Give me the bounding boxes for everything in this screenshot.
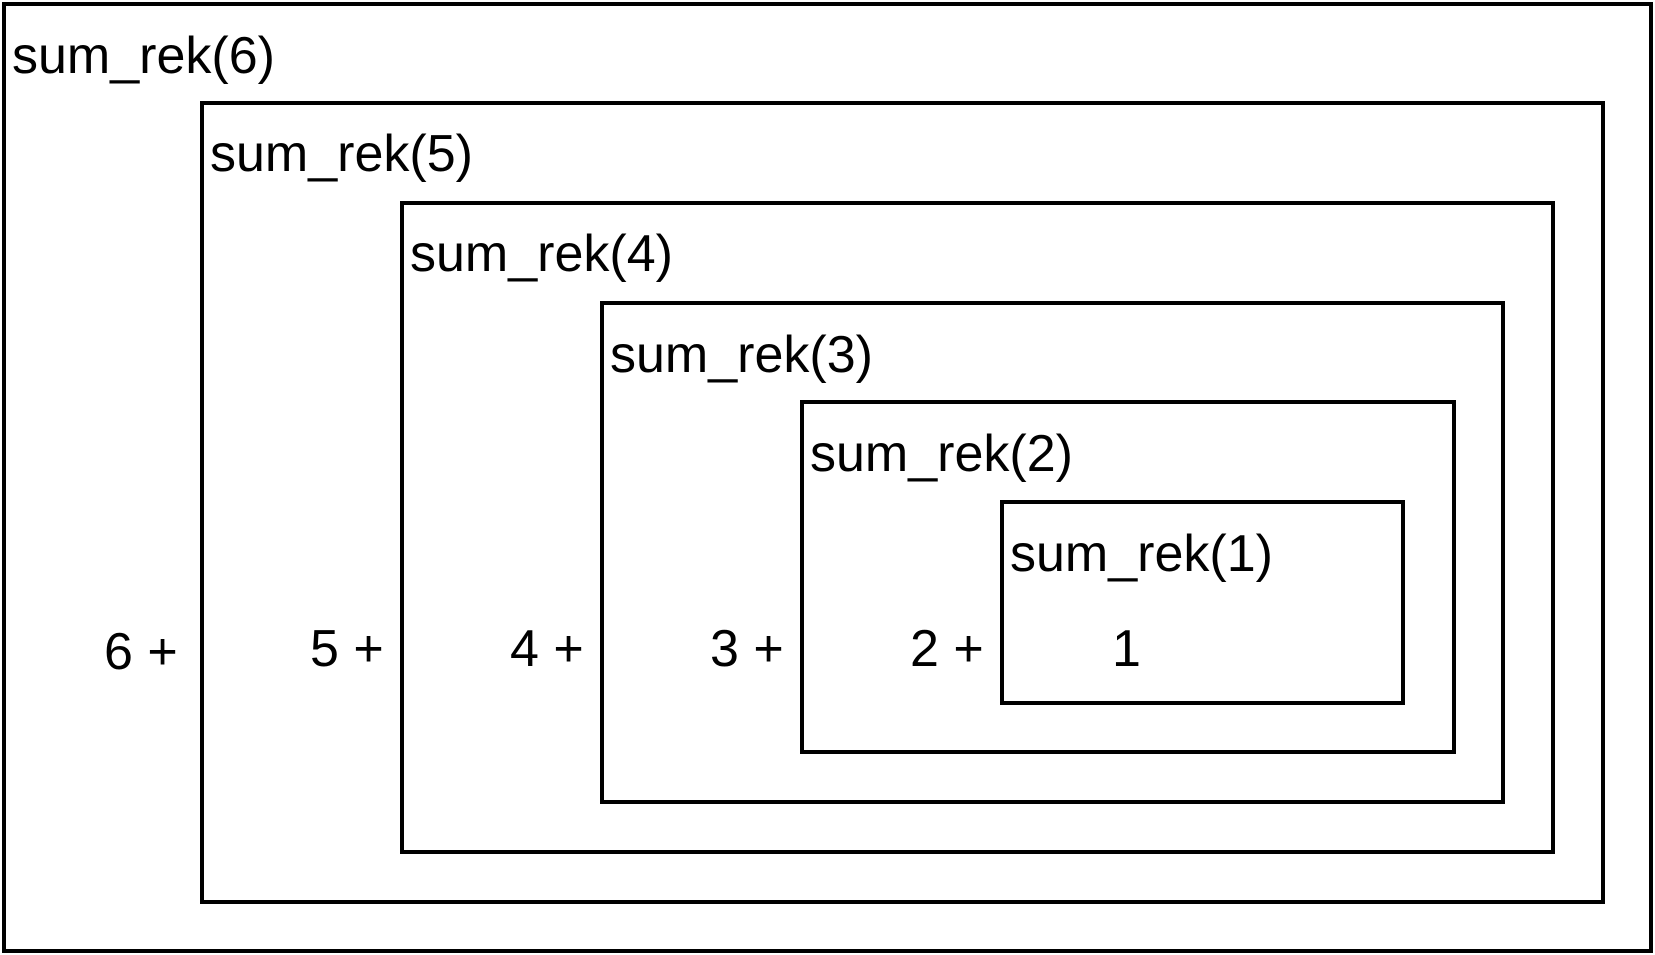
sum-term-6: 6 + xyxy=(104,623,178,681)
sum-term-2: 2 + xyxy=(910,620,984,678)
call-frame-sum-rek-2: sum_rek(2) xyxy=(800,400,1456,754)
base-case-value: 1 xyxy=(1112,620,1141,678)
call-frame-sum-rek-4: sum_rek(4) xyxy=(400,201,1555,854)
sum-term-5: 5 + xyxy=(310,620,384,678)
call-frame-sum-rek-1: sum_rek(1) xyxy=(1000,500,1405,705)
call-frame-label-4: sum_rek(4) xyxy=(410,225,673,283)
sum-term-4: 4 + xyxy=(510,620,584,678)
call-frame-sum-rek-3: sum_rek(3) xyxy=(600,301,1505,804)
call-frame-label-3: sum_rek(3) xyxy=(610,326,873,384)
call-frame-sum-rek-5: sum_rek(5) xyxy=(200,101,1605,904)
call-frame-label-1: sum_rek(1) xyxy=(1010,525,1273,583)
sum-term-3: 3 + xyxy=(710,620,784,678)
call-frame-label-5: sum_rek(5) xyxy=(210,125,473,183)
call-frame-label-6: sum_rek(6) xyxy=(12,27,275,85)
call-frame-label-2: sum_rek(2) xyxy=(810,425,1073,483)
